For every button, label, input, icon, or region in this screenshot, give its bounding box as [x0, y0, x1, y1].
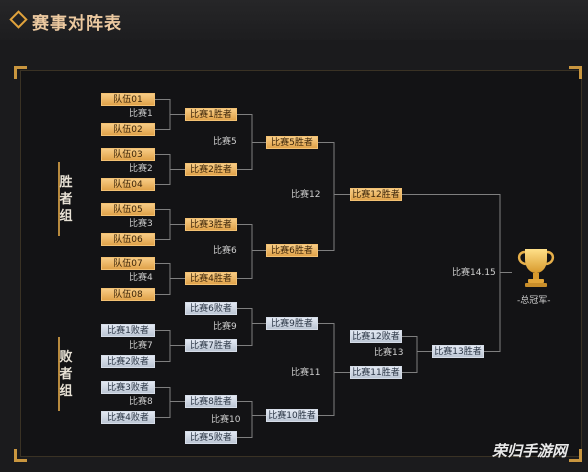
- team-box: 队伍07: [101, 257, 155, 270]
- result-box: 比赛12胜者: [350, 188, 402, 201]
- header-bar: 赛事对阵表: [0, 0, 588, 40]
- winners-group-label: 胜者组: [59, 175, 73, 224]
- team-box: 队伍02: [101, 123, 155, 136]
- result-box: 比赛7胜者: [185, 339, 237, 352]
- match-label: 比赛11: [291, 368, 321, 378]
- team-box: 比赛4败者: [101, 411, 155, 424]
- corner-ornament: [14, 449, 27, 462]
- team-box: 比赛3败者: [101, 381, 155, 394]
- match-label: 比赛2: [129, 164, 153, 174]
- final-match-label: 比赛14.15: [452, 268, 496, 278]
- match-label: 比赛5: [213, 137, 237, 147]
- match-label: 比赛4: [129, 273, 153, 283]
- result-box: 比赛1胜者: [185, 108, 237, 121]
- winners-bracket-line: [58, 162, 68, 236]
- result-box: 比赛9胜者: [266, 317, 318, 330]
- result-box: 比赛12败者: [350, 330, 402, 343]
- match-label: 比赛10: [211, 415, 241, 425]
- corner-ornament: [569, 66, 582, 79]
- result-box: 比赛5胜者: [266, 136, 318, 149]
- match-label: 比赛12: [291, 190, 321, 200]
- page-title: 赛事对阵表: [32, 14, 122, 34]
- result-box: 比赛6胜者: [266, 244, 318, 257]
- result-box: 比赛8胜者: [185, 395, 237, 408]
- result-box: 比赛13胜者: [432, 345, 484, 358]
- match-label: 比赛8: [129, 397, 153, 407]
- result-box: 比赛6败者: [185, 302, 237, 315]
- match-label: 比赛1: [129, 109, 153, 119]
- result-box: 比赛5败者: [185, 431, 237, 444]
- team-box: 队伍01: [101, 93, 155, 106]
- team-box: 比赛1败者: [101, 324, 155, 337]
- team-box: 队伍05: [101, 203, 155, 216]
- match-label: 比赛3: [129, 219, 153, 229]
- champion-label: -总冠军-: [517, 296, 551, 306]
- match-label: 比赛13: [374, 348, 404, 358]
- match-label: 比赛6: [213, 246, 237, 256]
- trophy-icon: [517, 249, 555, 287]
- corner-ornament: [14, 66, 27, 79]
- result-box: 比赛10胜者: [266, 409, 318, 422]
- team-box: 队伍06: [101, 233, 155, 246]
- team-box: 比赛2败者: [101, 355, 155, 368]
- corner-ornament: [569, 449, 582, 462]
- team-box: 队伍04: [101, 178, 155, 191]
- result-box: 比赛4胜者: [185, 272, 237, 285]
- losers-bracket-line: [58, 337, 68, 411]
- result-box: 比赛3胜者: [185, 218, 237, 231]
- result-box: 比赛11胜者: [350, 366, 402, 379]
- team-box: 队伍08: [101, 288, 155, 301]
- match-label: 比赛7: [129, 341, 153, 351]
- team-box: 队伍03: [101, 148, 155, 161]
- match-label: 比赛9: [213, 322, 237, 332]
- losers-group-label: 败者组: [59, 350, 73, 399]
- result-box: 比赛2胜者: [185, 163, 237, 176]
- watermark: 荣归手游网: [492, 442, 568, 460]
